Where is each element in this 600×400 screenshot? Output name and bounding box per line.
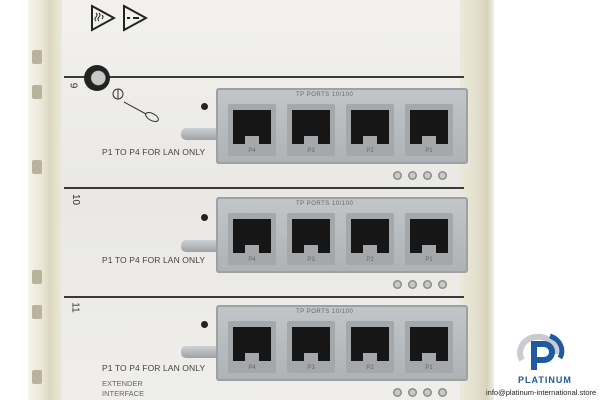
screwdriver-icon <box>112 88 159 122</box>
status-indicator-dots <box>393 388 447 397</box>
port-block-slot-10: TP PORTS 10/100 P4 P3 P2 P1 <box>216 197 468 273</box>
slot-number: 10 <box>70 193 82 206</box>
status-led <box>201 321 208 328</box>
release-lever[interactable] <box>181 128 221 140</box>
slot-number: 11 <box>69 302 81 313</box>
slot-divider <box>64 76 464 78</box>
rj45-port-p4[interactable]: P4 <box>228 213 276 265</box>
status-indicator-dots <box>393 171 447 180</box>
status-indicator-dots <box>393 280 447 289</box>
slot-divider <box>64 296 464 298</box>
slot-number: 9 <box>67 82 79 89</box>
port-block-slot-11: TP PORTS 10/100 P4 P3 P2 P1 <box>216 305 468 381</box>
rj45-port-p2[interactable]: P2 <box>346 213 394 265</box>
platinum-logo-icon <box>517 333 565 370</box>
status-led <box>201 214 208 221</box>
mounting-screw[interactable] <box>84 65 110 91</box>
rj45-port-p3[interactable]: P3 <box>287 321 335 373</box>
rj45-port-p1[interactable]: P1 <box>405 213 453 265</box>
slot-divider <box>64 187 464 189</box>
rail-notch <box>32 270 42 284</box>
block-title: TP PORTS 10/100 <box>296 309 354 315</box>
lan-only-label: P1 TO P4 FOR LAN ONLY <box>102 255 206 265</box>
rail-notch <box>32 305 42 319</box>
left-mounting-rail <box>28 0 64 400</box>
hot-surface-warning-icon <box>91 4 116 32</box>
rj45-port-p1[interactable]: P1 <box>405 321 453 373</box>
extender-interface-label: EXTENDER INTERFACE <box>102 379 145 398</box>
contact-email: info@platinum-international.store <box>486 388 597 397</box>
rj45-port-p3[interactable]: P3 <box>287 213 335 265</box>
release-lever[interactable] <box>181 346 221 358</box>
lan-only-label: P1 TO P4 FOR LAN ONLY <box>102 147 206 157</box>
rj45-port-p2[interactable]: P2 <box>346 104 394 156</box>
rj45-port-p3[interactable]: P3 <box>287 104 335 156</box>
caution-triangle-icon <box>123 4 148 32</box>
rail-notch <box>32 50 42 64</box>
brand-name: PLATINUM <box>518 375 572 385</box>
block-title: TP PORTS 10/100 <box>296 201 354 207</box>
block-title: TP PORTS 10/100 <box>296 92 354 98</box>
rail-notch <box>32 370 42 384</box>
port-block-slot-9: TP PORTS 10/100 P4 P3 P2 P1 <box>216 88 468 164</box>
rail-notch <box>32 160 42 174</box>
rj45-port-p1[interactable]: P1 <box>405 104 453 156</box>
status-led <box>201 103 208 110</box>
rj45-port-p4[interactable]: P4 <box>228 321 276 373</box>
rj45-port-p2[interactable]: P2 <box>346 321 394 373</box>
release-lever[interactable] <box>181 240 221 252</box>
lan-only-label: P1 TO P4 FOR LAN ONLY <box>102 363 206 373</box>
rail-notch <box>32 85 42 99</box>
rj45-port-p4[interactable]: P4 <box>228 104 276 156</box>
